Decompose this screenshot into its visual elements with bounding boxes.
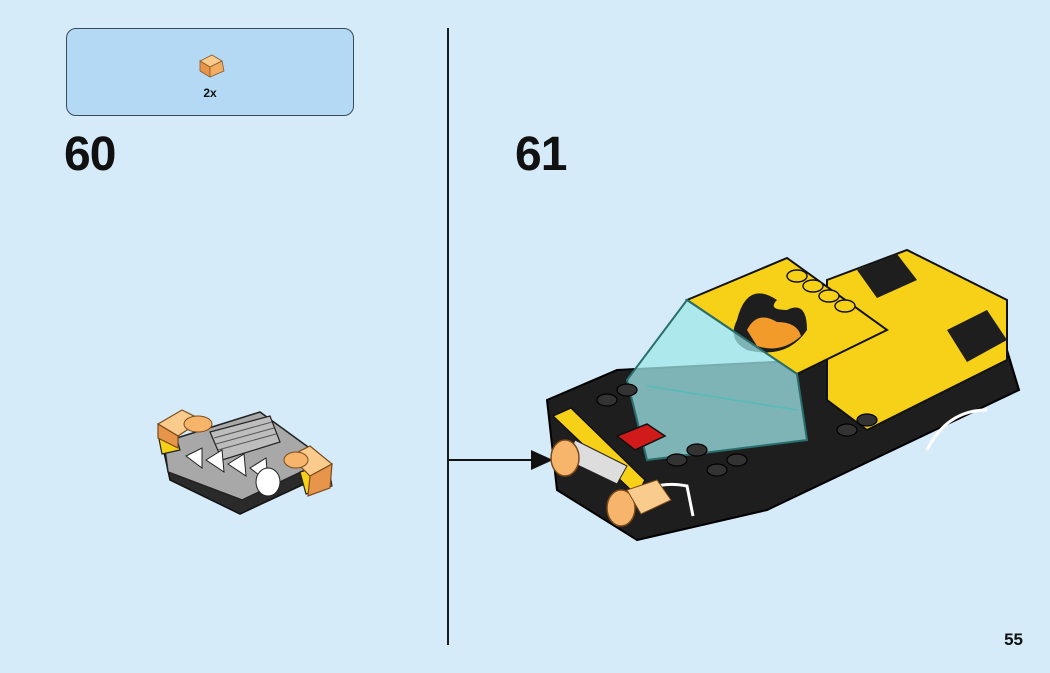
bumper-subassembly-illustration (156, 409, 334, 515)
part-quantity: 2x (203, 86, 217, 100)
car-model-illustration (449, 248, 1021, 542)
step-divider (447, 28, 449, 645)
parts-callout: 2x (66, 28, 354, 116)
step-number-61: 61 (515, 128, 567, 181)
orange-transparent-slope-brick-icon (199, 54, 225, 78)
arrow-head-icon (531, 450, 553, 470)
step-number-60: 60 (64, 128, 116, 181)
page-number: 55 (1004, 630, 1023, 649)
